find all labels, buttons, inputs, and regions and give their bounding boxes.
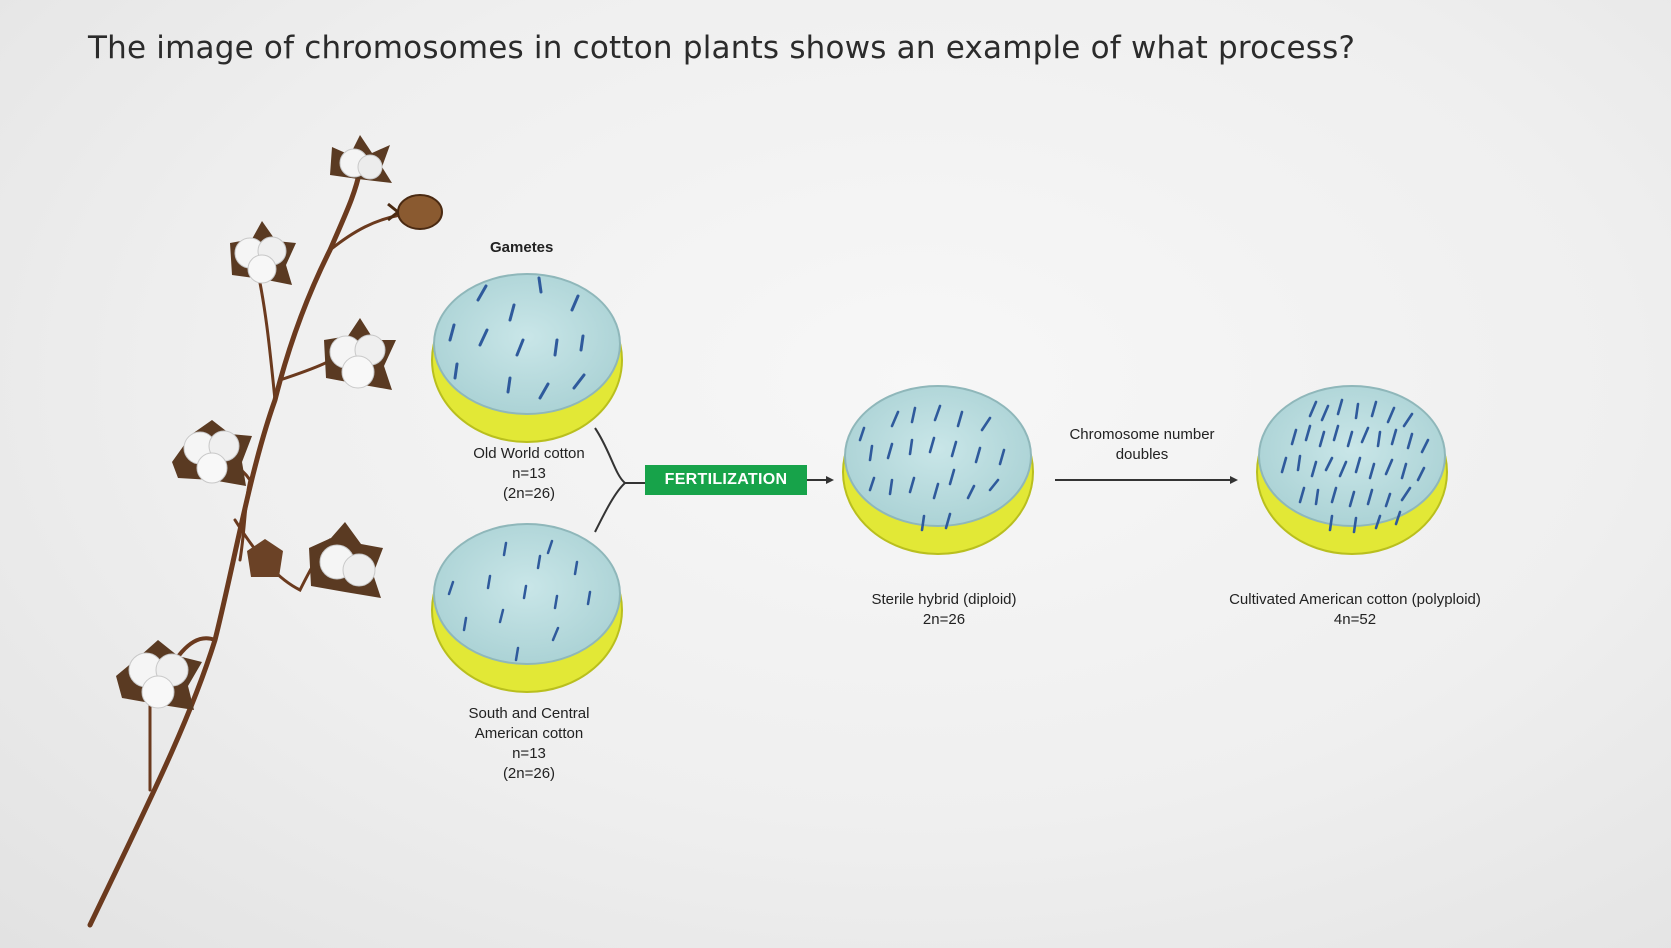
gametes-label: Gametes (490, 239, 554, 256)
sterile-hybrid-count: 2n=26 (922, 611, 966, 628)
arrow-right-icon (1230, 476, 1238, 484)
old-world-cotton-label: Old World cotton n=13 (2n=26) (462, 444, 596, 504)
polyploid-cell (1256, 385, 1448, 555)
sterile-hybrid-cell (842, 385, 1034, 555)
doubling-line-1: Chromosome number (1069, 426, 1215, 443)
south-central-name-2: American cotton (474, 725, 584, 742)
south-central-cotton-label: South and Central American cotton n=13 (… (462, 704, 596, 784)
question-text: The image of chromosomes in cotton plant… (88, 30, 1356, 66)
polyploid-name: Cultivated American cotton (polyploid) (1229, 591, 1481, 608)
south-central-name-1: South and Central (468, 705, 590, 722)
sterile-hybrid-label: Sterile hybrid (diploid) 2n=26 (854, 590, 1034, 630)
south-central-n: n=13 (512, 745, 546, 762)
chromosome-doubling-label: Chromosome number doubles (1052, 425, 1232, 465)
fertilization-box: FERTILIZATION (645, 465, 807, 495)
old-world-name: Old World cotton (473, 445, 585, 462)
sterile-hybrid-name: Sterile hybrid (diploid) (871, 591, 1017, 608)
polyploid-count: 4n=52 (1333, 611, 1377, 628)
south-central-2n: (2n=26) (502, 765, 556, 782)
doubling-line-2: doubles (1115, 446, 1169, 463)
old-world-n: n=13 (512, 465, 546, 482)
old-world-2n: (2n=26) (502, 485, 556, 502)
old-world-gamete-cell (431, 273, 623, 443)
south-central-gamete-cell (431, 523, 623, 693)
polyploid-label: Cultivated American cotton (polyploid) 4… (1190, 590, 1520, 630)
